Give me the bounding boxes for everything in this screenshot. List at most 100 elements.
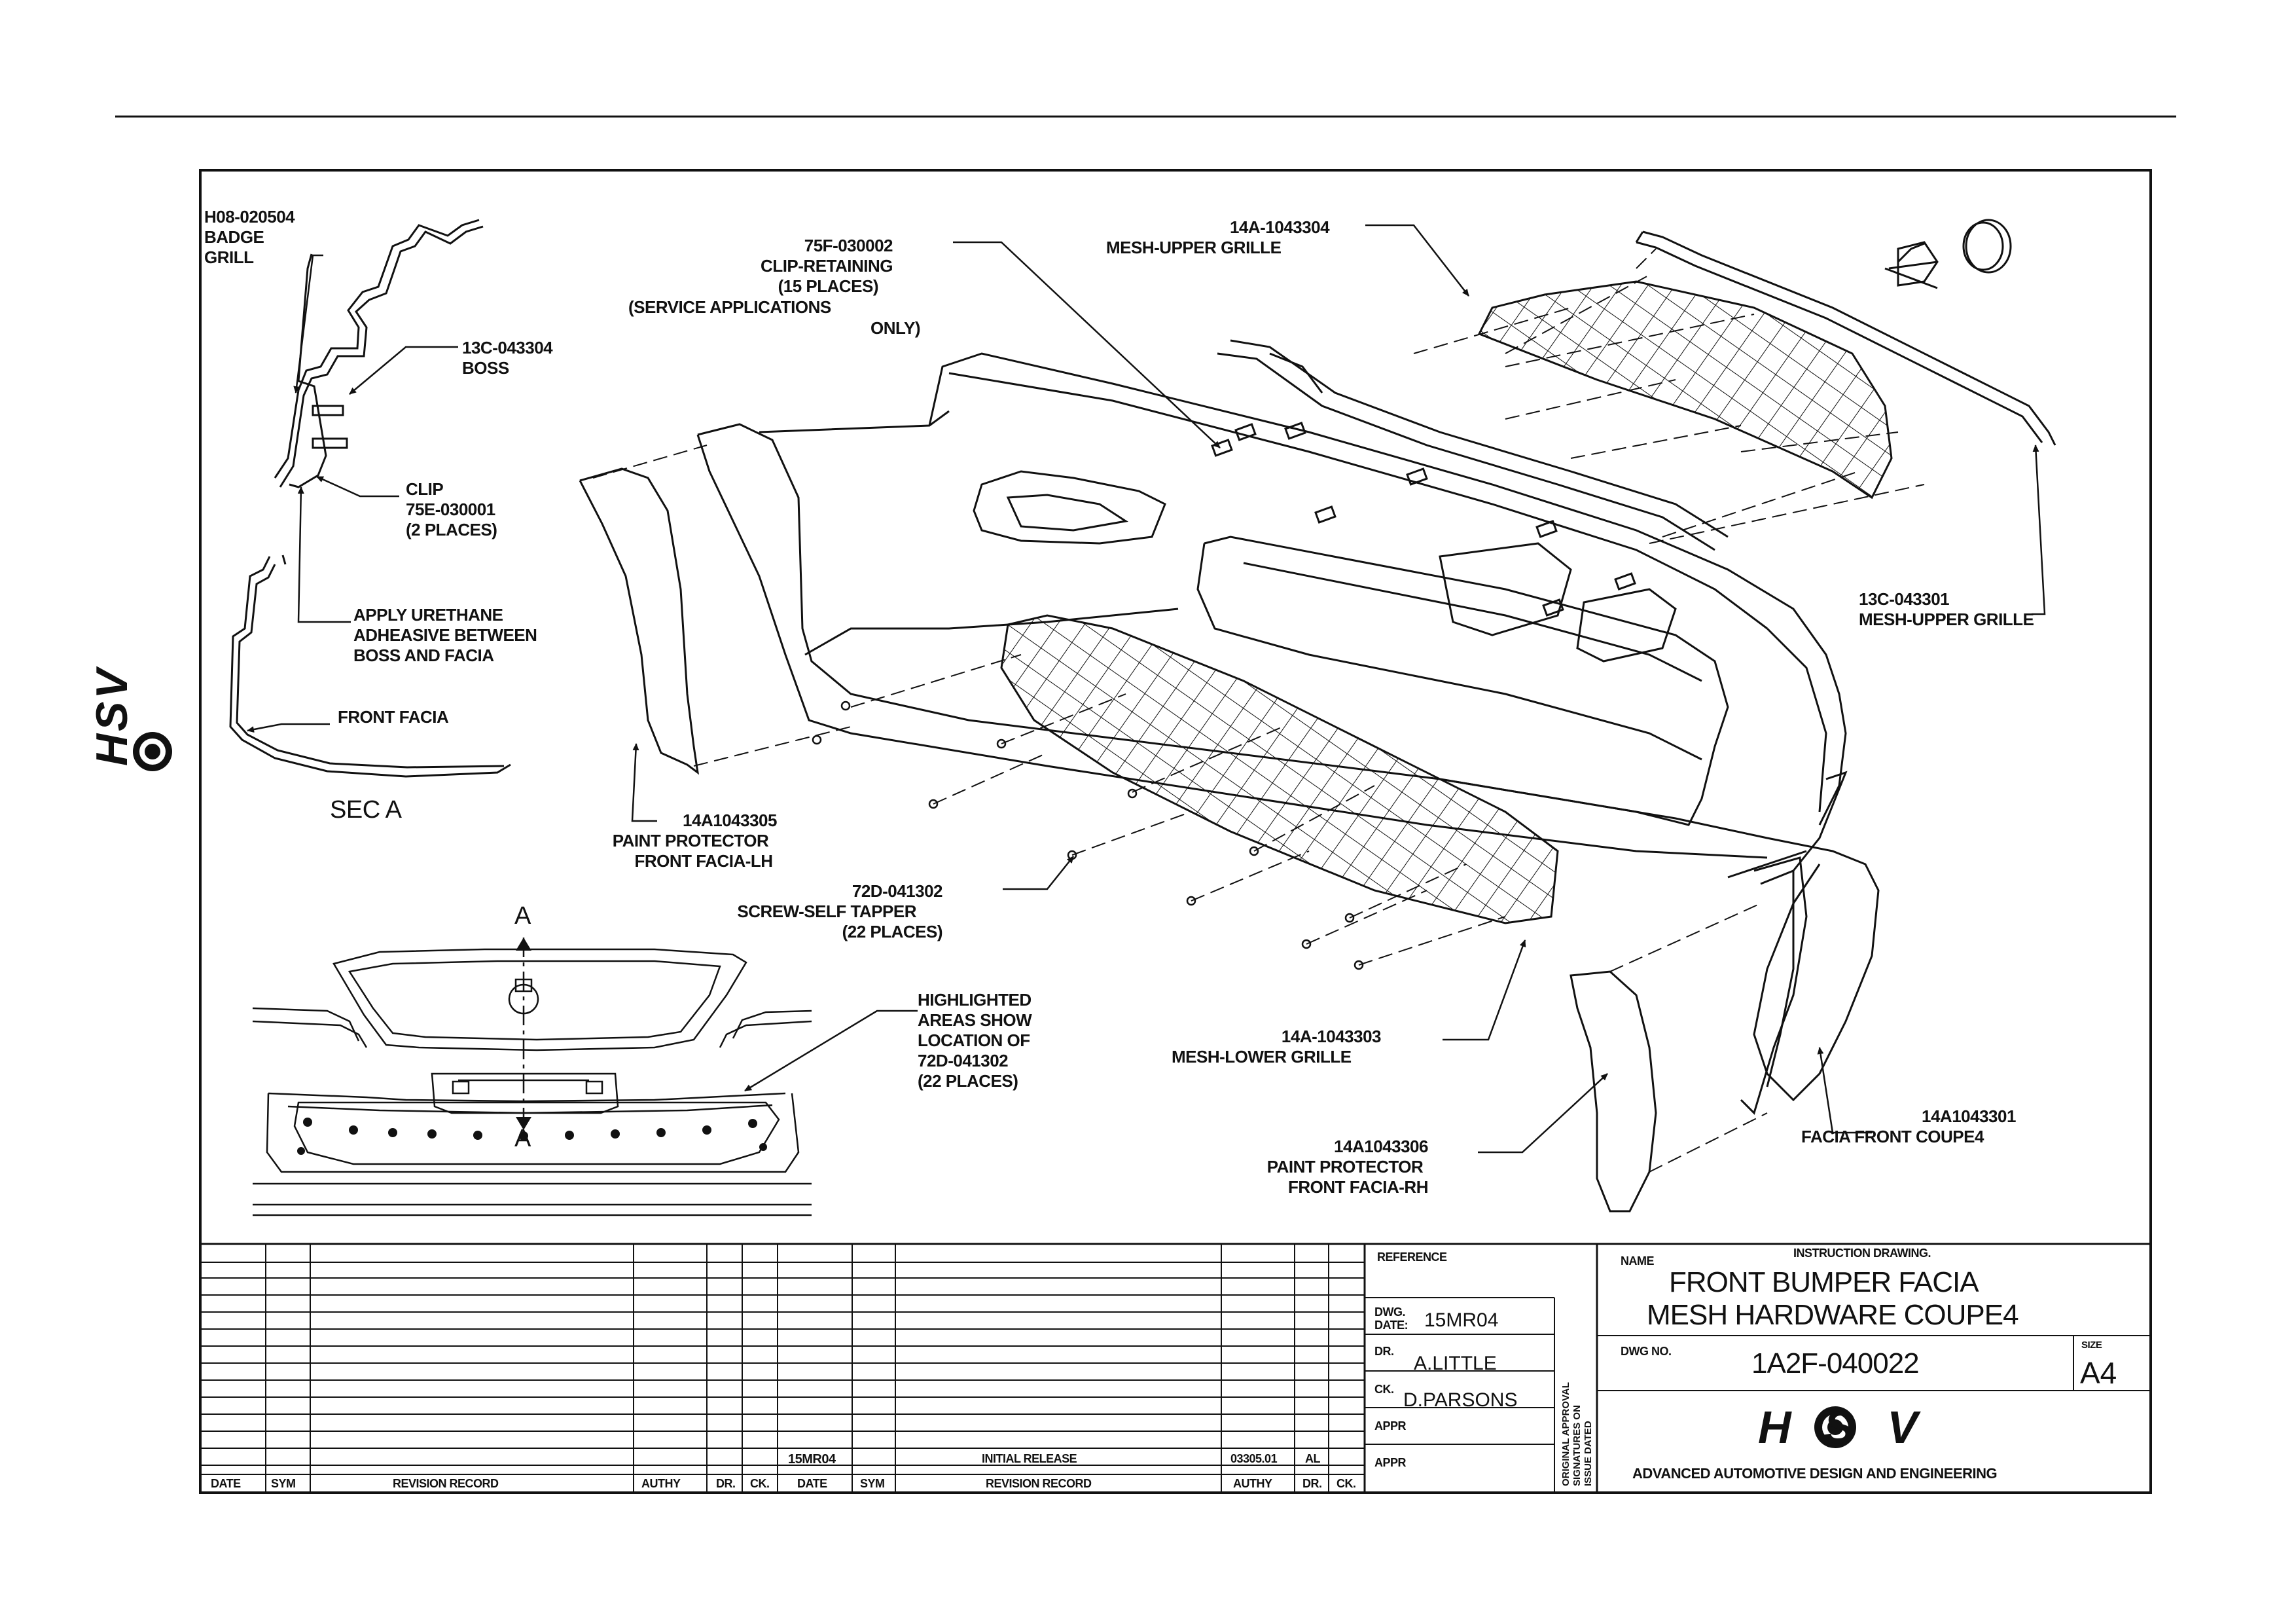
instruction-drawing-label: INSTRUCTION DRAWING. [1793,1247,1931,1260]
callout-line: PAINT PROTECTOR [1266,1157,1424,1176]
checked-by-name: D.PARSONS [1403,1389,1518,1411]
callout-line: APPLY URETHANE [353,605,503,625]
mesh-upper-grille-top-callout: 14A-1043304 MESH-UPPER GRILLE [1106,217,1355,258]
dwg-no-label: DWG NO. [1621,1345,1672,1358]
clip-retaining-callout: 75F-030002 CLIP-RETAINING (15 PLACES) [589,236,893,297]
mesh-upper-grille-right-callout: 13C-043301 MESH-UPPER GRILLE [1859,589,2034,630]
callout-line: BOSS AND FACIA [353,646,494,665]
front-facia-callout: FRONT FACIA [338,707,449,727]
drawn-by-name: A.LITTLE [1414,1353,1497,1374]
approval-note: ORIGINAL APPROVAL SIGNATURES ON ISSUE DA… [1560,1382,1594,1486]
section-mark-bottom: A [514,1125,531,1152]
service-note-end: ONLY) [870,318,921,338]
rev-header-date-left: DATE [211,1477,241,1490]
hsv-side-logo-text: HSV [87,666,137,766]
callout-line: MESH-UPPER GRILLE [1859,610,2034,629]
callout-line: 72D-041302 [918,1051,1009,1070]
mesh-upper-grille [1477,280,1893,500]
rev-header-sym-left: SYM [271,1477,296,1490]
callout-line: 14A-1043304 [1229,217,1330,237]
drawing-frame [199,169,2152,1494]
callout-line: 75F-030002 [804,236,893,255]
callout-line: MESH-LOWER GRILLE [1172,1047,1352,1067]
rev-header-date-right: DATE [797,1477,827,1490]
callout-line: 75E-030001 [406,500,495,519]
drawing-title-line-2: MESH HARDWARE COUPE4 [1647,1299,2019,1331]
exploded-assembly [579,230,2056,1213]
front-view-drawing [252,948,812,1216]
approval-note-line: SIGNATURES ON [1571,1405,1583,1486]
callout-line: SCREW-SELF TAPPER [737,902,916,921]
callout-line: 14A-1043303 [1281,1027,1382,1046]
rev-header-sym-right: SYM [860,1477,885,1490]
section-a-detail [229,219,511,778]
sheet-size: A4 [2080,1356,2117,1390]
callout-line: AREAS SHOW [918,1010,1032,1030]
callout-line: LOCATION OF [918,1030,1030,1050]
dwg-date-value: 15MR04 [1424,1309,1499,1331]
leader-lines [247,224,2046,1154]
callout-line: 72D-041302 [852,881,943,901]
callout-line: FRONT FACIA-RH [1288,1177,1428,1197]
rev-header-record-right: REVISION RECORD [986,1477,1092,1490]
dwg-date-label-line: DATE: [1374,1319,1408,1332]
rev-header-ck-right: CK. [1336,1477,1356,1490]
company-name: ADVANCED AUTOMOTIVE DESIGN AND ENGINEERI… [1632,1465,1998,1482]
title-block-grid [200,1243,2151,1493]
callout-line: FACIA FRONT COUPE4 [1801,1127,1984,1146]
approval-label-2: APPR [1374,1456,1407,1469]
title-block-logo-text: HSV [1758,1402,1950,1453]
approval-label-1: APPR [1374,1419,1407,1432]
badge-and-boss-parts [1888,219,2012,287]
callout-line: BOSS [462,358,509,378]
checked-by-label: CK. [1374,1383,1394,1396]
callout-line: H08-020504 [204,207,295,227]
callout-line: 14A1043306 [1334,1137,1428,1156]
section-cut-line [516,938,531,1130]
callout-line: CLIP-RETAINING [761,256,893,276]
drawing-title-line-1: FRONT BUMPER FACIA [1669,1266,1979,1298]
highlighted-areas-callout: HIGHLIGHTED AREAS SHOW LOCATION OF 72D-0… [918,990,1032,1091]
callout-line: (22 PLACES) [918,1071,1018,1091]
rev-header-dr-left: DR. [716,1477,736,1490]
rev-header-authy-right: AUTHY [1233,1477,1272,1490]
rev-header-record-left: REVISION RECORD [393,1477,499,1490]
mesh-lower-grille-callout: 14A-1043303 MESH-LOWER GRILLE [1172,1027,1382,1067]
callout-line: (2 PLACES) [406,520,497,539]
assembly-projection-lines [592,248,1925,1173]
callout-line: PAINT PROTECTOR [612,831,769,850]
dwg-date-label-line: DWG. [1374,1305,1406,1319]
service-note: (SERVICE APPLICATIONS [628,297,831,317]
revision-entry-record: INITIAL RELEASE [982,1452,1077,1465]
approval-note-line: ORIGINAL APPROVAL [1560,1382,1571,1486]
badge-grill-callout: H08-020504 BADGE GRILL [204,207,295,268]
callout-line: 14A1043305 [683,811,777,830]
clip-callout: CLIP 75E-030001 (2 PLACES) [406,479,497,540]
callout-line: CLIP [406,479,444,499]
paint-protector-rh-callout: 14A1043306 PAINT PROTECTOR FRONT FACIA-R… [1237,1137,1453,1197]
drawing-number: 1A2F-040022 [1751,1347,1920,1379]
hsv-side-logo [133,732,172,771]
callout-line: 13C-043304 [462,338,553,357]
callout-line: MESH-UPPER GRILLE [1106,238,1282,257]
revision-entry-date: 15MR04 [788,1452,836,1467]
callout-line: BADGE [204,227,264,247]
boss-callout: 13C-043304 BOSS [462,338,553,378]
callout-line: HIGHLIGHTED [918,990,1031,1010]
front-view-screw-marks [297,1118,767,1155]
section-a-label: SEC A [330,796,402,824]
revision-entry-authy: 03305.01 [1230,1452,1278,1465]
drawn-by-label: DR. [1374,1345,1394,1358]
callout-line: FRONT FACIA-LH [634,851,773,871]
rev-header-dr-right: DR. [1302,1477,1322,1490]
dwg-date-label: DWG. DATE: [1374,1305,1408,1332]
callout-line: 13C-043301 [1859,589,1950,609]
callout-line: (22 PLACES) [842,922,943,941]
approval-note-line: ISSUE DATED [1583,1421,1594,1486]
facia-front-coupe4-callout: 14A1043301 FACIA FRONT COUPE4 [1801,1106,2016,1147]
retaining-clips [1211,422,1636,617]
rev-header-ck-left: CK. [750,1477,770,1490]
callout-line: 14A1043301 [1922,1106,2016,1126]
rev-header-authy-left: AUTHY [641,1477,681,1490]
